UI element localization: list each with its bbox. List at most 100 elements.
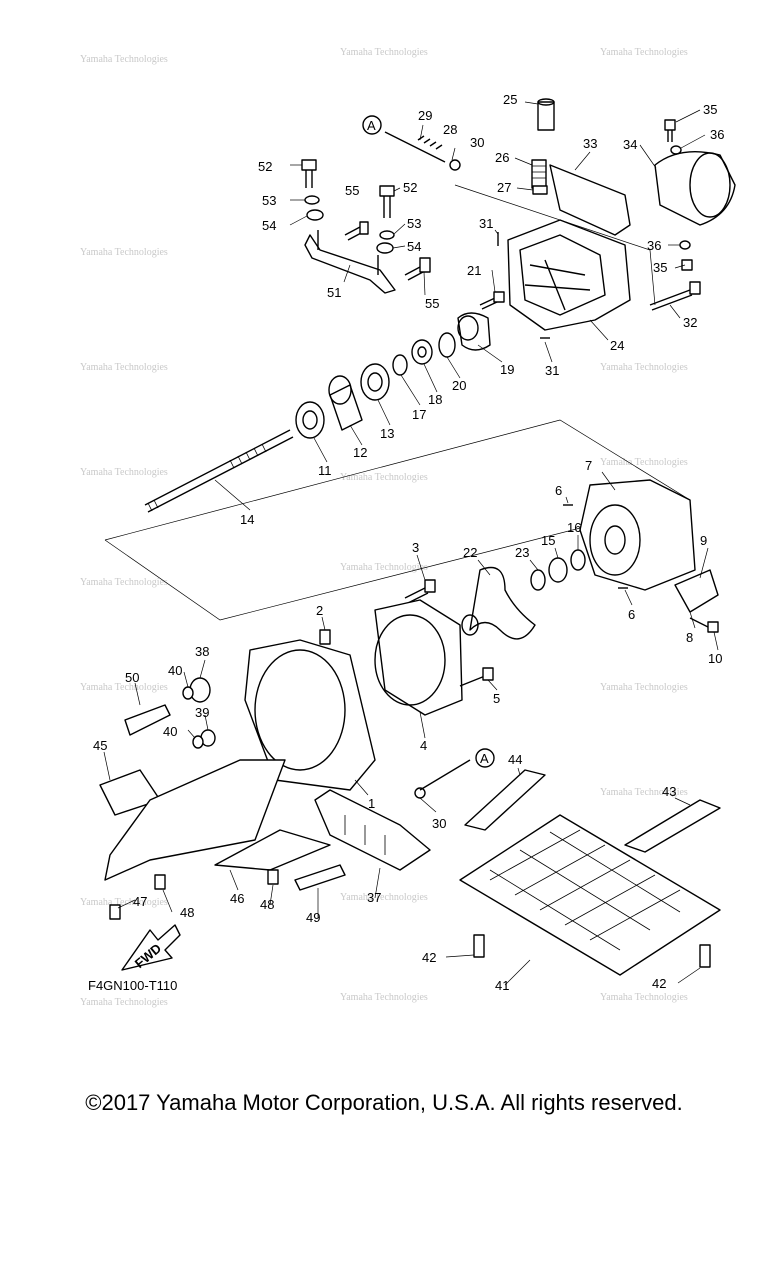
callout-48: 48: [260, 897, 274, 912]
diagram-code: F4GN100-T110: [88, 978, 177, 993]
part-bracket-51: [304, 230, 396, 294]
part-nut-18: [411, 339, 433, 365]
callout-41: 41: [495, 978, 509, 993]
watermark: Yamaha Technologies: [80, 997, 168, 1008]
part-bolt-47: [109, 904, 121, 920]
callout-30: 30: [470, 135, 484, 150]
callout-33: 33: [583, 136, 597, 151]
callout-26: 26: [495, 150, 509, 165]
part-bearing-13: [360, 363, 390, 401]
callout-6: 6: [555, 483, 562, 498]
callout-22: 22: [463, 545, 477, 560]
callout-20: 20: [452, 378, 466, 393]
part-bolt-5: [459, 667, 494, 687]
callout-9: 9: [700, 533, 707, 548]
watermark: Yamaha Technologies: [600, 682, 688, 693]
watermark: Yamaha Technologies: [80, 467, 168, 478]
callout-35: 35: [703, 102, 717, 117]
part-nozzle-34: [654, 150, 736, 226]
callout-29: 29: [418, 108, 432, 123]
part-stud-2: [319, 629, 331, 645]
part-spacer-23: [530, 569, 546, 591]
upper-assembly-guide: [454, 184, 656, 306]
part-washer-53-right: [379, 230, 395, 240]
watermark: Yamaha Technologies: [600, 787, 688, 798]
callout-40: 40: [168, 663, 182, 678]
part-bolt-10: [689, 617, 719, 633]
watermark: Yamaha Technologies: [80, 247, 168, 258]
reference-marker-a-top: A: [362, 115, 382, 135]
part-nut-40-bottom: [192, 735, 204, 749]
callout-49: 49: [306, 910, 320, 925]
watermark: Yamaha Technologies: [80, 682, 168, 693]
part-bolt-52-right: [379, 185, 395, 218]
part-collar-36-bottom: [679, 240, 691, 250]
watermark: Yamaha Technologies: [80, 54, 168, 65]
callout-32: 32: [683, 315, 697, 330]
callout-34: 34: [623, 137, 637, 152]
part-gasket-33: [549, 164, 631, 236]
callout-27: 27: [497, 180, 511, 195]
callout-54: 54: [262, 218, 276, 233]
callout-7: 7: [585, 458, 592, 473]
part-housing-7: [579, 479, 696, 591]
part-nut-40-top: [182, 686, 194, 700]
callout-6: 6: [628, 607, 635, 622]
part-washer-53-left: [304, 195, 320, 205]
part-spacer-17: [392, 354, 408, 376]
part-clip-30-top: [449, 159, 461, 171]
callout-54: 54: [407, 239, 421, 254]
callout-43: 43: [662, 784, 676, 799]
callout-44: 44: [508, 752, 522, 767]
watermark: Yamaha Technologies: [340, 47, 428, 58]
copyright-notice: ©2017 Yamaha Motor Corporation, U.S.A. A…: [85, 1090, 683, 1115]
callout-10: 10: [708, 651, 722, 666]
part-bolt-55-right: [404, 257, 431, 281]
part-washer-54-left: [306, 209, 324, 221]
part-bolt-48-left: [154, 874, 166, 890]
watermark: Yamaha Technologies: [340, 472, 428, 483]
callout-42: 42: [422, 950, 436, 965]
callout-40: 40: [163, 724, 177, 739]
part-duct-1: [244, 639, 376, 791]
part-bolt-55-left: [344, 221, 369, 241]
callout-53: 53: [407, 216, 421, 231]
callout-37: 37: [367, 890, 381, 905]
part-cable-29: [384, 131, 446, 163]
callout-2: 2: [316, 603, 323, 618]
callout-16: 16: [567, 520, 581, 535]
callout-51: 51: [327, 285, 341, 300]
watermark: Yamaha Technologies: [80, 362, 168, 373]
part-bolt-42-right: [699, 944, 711, 968]
leader-lines: [103, 101, 719, 986]
part-ride-plate-46: [104, 759, 331, 881]
part-hose-26: [531, 159, 547, 189]
callout-45: 45: [93, 738, 107, 753]
part-bracket-50: [124, 704, 171, 736]
callout-36: 36: [710, 127, 724, 142]
part-washer-54-right: [376, 242, 394, 254]
callout-46: 46: [230, 891, 244, 906]
callout-17: 17: [412, 407, 426, 422]
part-fitting-25: [537, 98, 555, 131]
watermark: Yamaha Technologies: [80, 897, 168, 908]
callout-4: 4: [420, 738, 427, 753]
callout-11: 11: [318, 463, 332, 478]
callout-18: 18: [428, 392, 442, 407]
watermark: Yamaha Technologies: [600, 457, 688, 468]
callout-1: 1: [368, 796, 375, 811]
callout-15: 15: [541, 533, 555, 548]
exploded-parts-diagram: Yamaha Technologies Yamaha Technologies …: [80, 47, 736, 1008]
part-rail-44: [464, 769, 546, 831]
callout-19: 19: [500, 362, 514, 377]
callout-14: 14: [240, 512, 254, 527]
callout-23: 23: [515, 545, 529, 560]
part-grate-41: [459, 814, 721, 976]
callout-labels: 29 28 30 52 53 54 51 55 52 53 54 55 25 2…: [93, 92, 724, 993]
part-clamp-27: [532, 185, 548, 195]
callout-21: 21: [467, 263, 481, 278]
part-strip-37: [314, 789, 431, 871]
part-collar-36-top: [670, 145, 682, 155]
part-bearing-15: [548, 557, 568, 583]
callout-53: 53: [262, 193, 276, 208]
